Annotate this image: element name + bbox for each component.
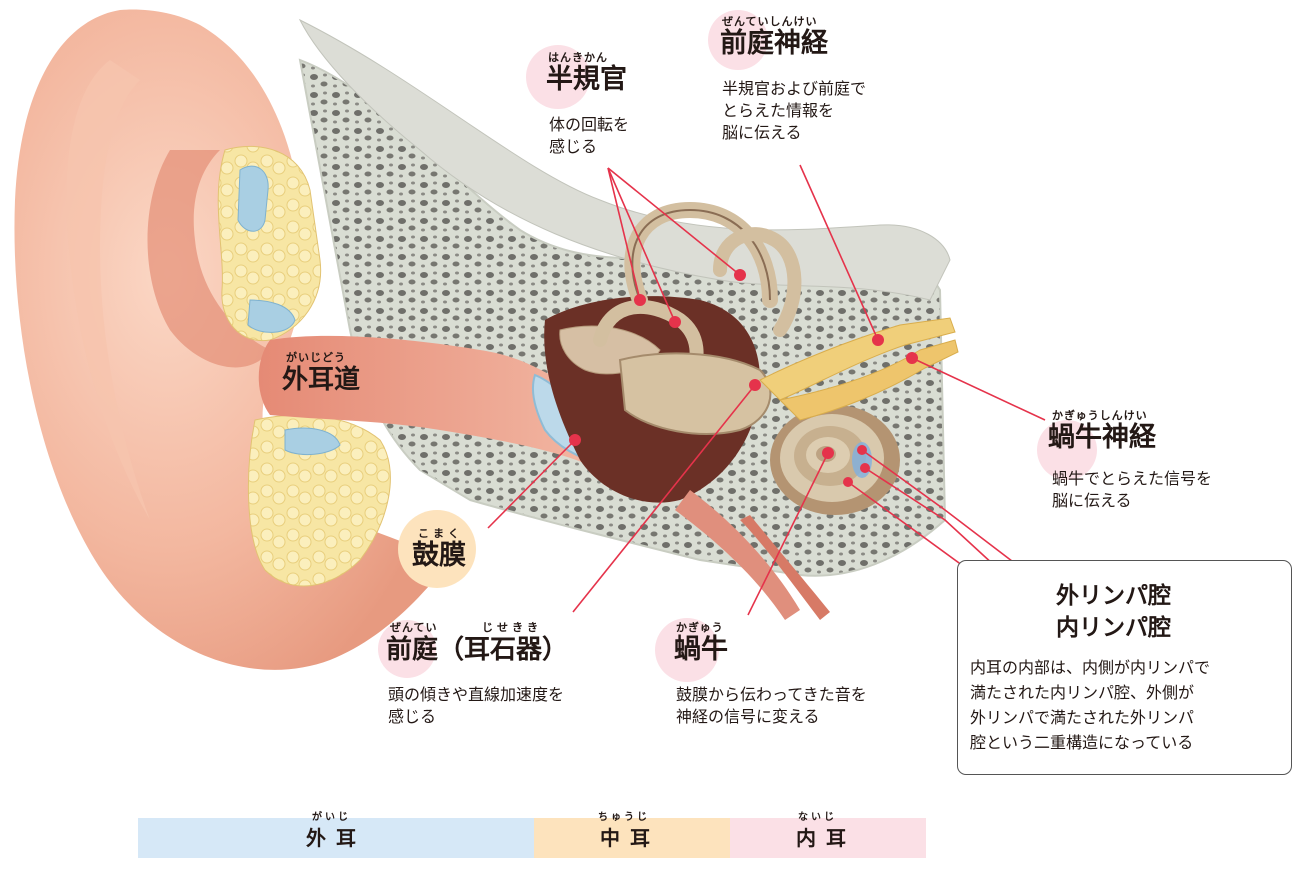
zentei-desc-line1: 頭の傾きや直線加速度を — [388, 684, 564, 706]
hankikan-desc: 体の回転を 感じる — [549, 114, 629, 158]
kagyuu-desc-line2: 神経の信号に変える — [676, 706, 867, 728]
region-middle-label: 中耳 — [600, 822, 660, 851]
zentei-shinkei-desc-line2: とらえた情報を — [722, 100, 866, 122]
zentei-ruby-a: ぜんてい — [390, 622, 437, 634]
region-outer-ruby: がいじ — [312, 808, 351, 823]
zentei-shinkei-ruby: ぜんていしんけい — [722, 16, 828, 28]
endolymph-space-label: 内リンパ腔 — [1056, 612, 1171, 644]
label-zentei: ぜんてい じせきき 前庭（耳石器） — [386, 622, 568, 666]
zentei-shinkei-desc-line3: 脳に伝える — [722, 122, 866, 144]
komaku-title: 鼓膜 — [412, 540, 466, 572]
region-inner-ruby: ないじ — [798, 808, 837, 823]
zentei-desc: 頭の傾きや直線加速度を 感じる — [388, 684, 564, 728]
zentei-shinkei-title: 前庭神経 — [720, 28, 828, 60]
kagyuu-ruby: かぎゅう — [676, 622, 728, 634]
kagyuu-title: 蝸牛 — [674, 634, 728, 666]
kagyuu-desc: 鼓膜から伝わってきた音を 神経の信号に変える — [676, 684, 867, 728]
lymph-desc-line3: 外リンパで満たされた外リンパ — [970, 705, 1210, 730]
label-kagyuu-shinkei: かぎゅうしんけい 蝸牛神経 — [1048, 410, 1156, 454]
komaku-ruby: こまく — [418, 528, 466, 540]
gaijidou-ruby: がいじどう — [286, 352, 360, 364]
label-komaku: こまく 鼓膜 — [412, 528, 466, 572]
zentei-desc-line2: 感じる — [388, 706, 564, 728]
kagyuu-shinkei-title: 蝸牛神経 — [1048, 422, 1156, 454]
label-hankikan: はんきかん 半規官 — [546, 52, 627, 96]
label-gaijidou: がいじどう 外耳道 — [282, 352, 360, 396]
kagyuu-shinkei-desc: 蝸牛でとらえた信号を 脳に伝える — [1052, 468, 1212, 512]
region-middle-ruby: ちゅうじ — [598, 808, 650, 823]
kagyuu-shinkei-desc-line1: 蝸牛でとらえた信号を — [1052, 468, 1212, 490]
zentei-shinkei-desc: 半規官および前庭で とらえた情報を 脳に伝える — [722, 78, 866, 144]
kagyuu-shinkei-ruby: かぎゅうしんけい — [1052, 410, 1156, 422]
hankikan-desc-line2: 感じる — [549, 136, 629, 158]
region-outer-label: 外耳 — [306, 822, 366, 851]
kagyuu-shinkei-desc-line2: 脳に伝える — [1052, 490, 1212, 512]
zentei-ruby-row: ぜんてい じせきき — [386, 622, 568, 634]
lymph-box-headings: 外リンパ腔 内リンパ腔 — [1056, 580, 1171, 644]
zentei-ruby-b: じせきき — [482, 622, 542, 634]
zentei-title: 前庭（耳石器） — [386, 634, 568, 666]
lymph-desc-line2: 満たされた内リンパ腔、外側が — [970, 680, 1210, 705]
lymph-desc-line1: 内耳の内部は、内側が内リンパで — [970, 655, 1210, 680]
lymph-box-desc: 内耳の内部は、内側が内リンパで 満たされた内リンパ腔、外側が 外リンパで満たされ… — [970, 655, 1210, 755]
label-zentei-shinkei: ぜんていしんけい 前庭神経 — [720, 16, 828, 60]
label-kagyuu: かぎゅう 蝸牛 — [674, 622, 728, 666]
hankikan-title: 半規官 — [546, 64, 627, 96]
gaijidou-title: 外耳道 — [282, 364, 360, 396]
kagyuu-desc-line1: 鼓膜から伝わってきた音を — [676, 684, 867, 706]
zentei-shinkei-desc-line1: 半規官および前庭で — [722, 78, 866, 100]
region-inner-label: 内耳 — [796, 822, 856, 851]
lymph-desc-line4: 腔という二重構造になっている — [970, 730, 1210, 755]
perilymph-space-label: 外リンパ腔 — [1056, 580, 1171, 612]
hankikan-desc-line1: 体の回転を — [549, 114, 629, 136]
hankikan-ruby: はんきかん — [548, 52, 627, 64]
